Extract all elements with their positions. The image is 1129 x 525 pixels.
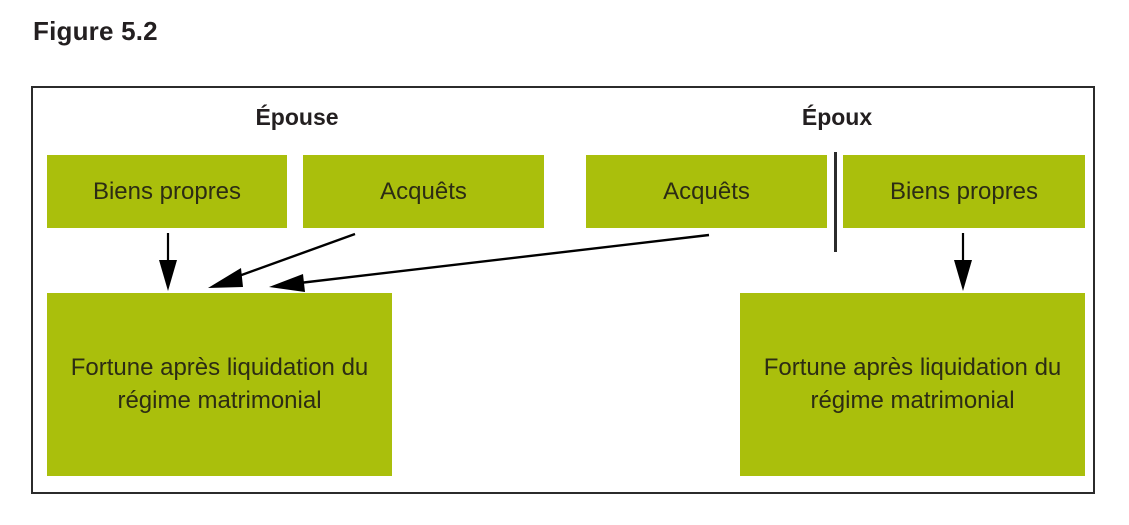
asset-box-epoux-biens-propres: Biens propres [843,155,1085,228]
arrow-epoux-propres-to-result [954,233,972,291]
result-box-epouse: Fortune après liquidation du régime matr… [47,293,392,476]
column-heading-epouse: Épouse [255,104,339,130]
result-box-epoux: Fortune après liquidation du régime matr… [740,293,1085,476]
asset-box-epoux-acquets: Acquêts [586,155,827,228]
column-heading-epoux: Époux [801,104,873,130]
arrow-epouse-propres-to-result [159,233,177,291]
column-divider-epoux [834,152,837,252]
asset-box-epouse-acquets: Acquêts [303,155,544,228]
diagram-frame: Épouse Époux Biens propres Acquêts Acquê… [31,86,1095,494]
figure-title: Figure 5.2 [33,16,158,46]
asset-box-epouse-biens-propres: Biens propres [47,155,287,228]
arrow-epouse-acquets-to-result [208,232,356,288]
arrow-epoux-acquets-to-epouse-result [269,233,710,292]
